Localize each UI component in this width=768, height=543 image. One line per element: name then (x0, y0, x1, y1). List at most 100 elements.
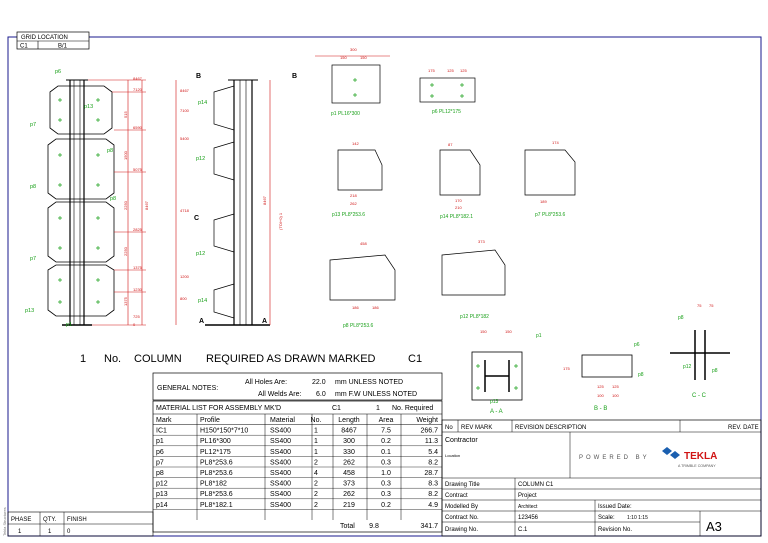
sec-b-dim-d: 100 (612, 393, 619, 398)
ml-cell-0-3: 1 (314, 428, 318, 435)
ml-cell-1-0: p1 (156, 438, 164, 445)
sec-b-dim-b: 125 (612, 384, 619, 389)
sec-b-tag-p8: p8 (638, 372, 644, 378)
ml-cell-2-4: 330 (343, 449, 355, 456)
qty-header: QTY. (43, 517, 57, 523)
material-list-assembly: C1 (332, 405, 341, 412)
dim-1230: 1230 (133, 287, 143, 292)
p6-dim-width: 175 (428, 68, 435, 73)
dim-2825: 2825 (133, 227, 143, 232)
ml-cell-7-3: 2 (314, 502, 318, 509)
tag-p13: p13 (84, 104, 93, 110)
tag-p6: p6 (55, 69, 61, 75)
dim-5075: 5075 (133, 167, 143, 172)
total-label: Total (340, 523, 355, 530)
ml-cell-3-1: PL8*253.6 (200, 459, 233, 466)
p8-dim-a: 186 (352, 305, 359, 310)
side-dim-total: 8467 (262, 195, 267, 205)
side-dim-4718: 4718 (180, 208, 190, 213)
ml-cell-7-5: 0.2 (381, 502, 391, 509)
title-block: No REV MARK REVISION DESCRIPTION REV. DA… (441, 419, 762, 537)
sec-b-dim-a: 125 (597, 384, 604, 389)
ml-cell-3-5: 0.3 (381, 459, 391, 466)
tag-p14-top: p14 (198, 100, 207, 106)
ml-cell-6-5: 0.3 (381, 491, 391, 498)
plate-label-p1: p1 PL16*300 (331, 111, 360, 117)
required-no: No. (104, 353, 121, 365)
p6-dim-b: 125 (460, 68, 467, 73)
dim-seg-2: 1500 (123, 150, 128, 160)
dim-total: 8467 (144, 200, 149, 210)
tag-p12-bottom: p12 (196, 251, 205, 257)
rev-header-no: No (445, 425, 453, 431)
ml-cell-0-4: 8467 (341, 428, 357, 435)
ml-cell-5-1: PL8*182 (200, 481, 227, 488)
ml-cell-6-2: SS400 (270, 491, 291, 498)
p1-dim-width: 300 (350, 47, 357, 52)
ml-cell-6-0: p13 (156, 491, 168, 498)
modelled-by-label: Modelled By (445, 504, 478, 510)
ml-cell-5-2: SS400 (270, 481, 291, 488)
ml-cell-6-4: 262 (343, 491, 355, 498)
tag-p7: p7 (30, 256, 36, 262)
holes-unit: mm UNLESS NOTED (335, 379, 403, 386)
dim-725: 725 (133, 314, 140, 319)
finish-header: FINISH (67, 517, 87, 523)
section-label-a: A - A (490, 409, 503, 415)
ml-cell-4-2: SS400 (270, 470, 291, 477)
material-list-table: MATERIAL LIST FOR ASSEMBLY MK'D C1 1 No.… (152, 400, 443, 533)
sec-a-dim-a: 150 (480, 329, 487, 334)
ml-cell-4-1: PL8*253.6 (200, 470, 233, 477)
ml-cell-6-1: PL8*253.6 (200, 491, 233, 498)
ml-cell-0-2: SS400 (270, 428, 291, 435)
side-note: Tekla Structures (2, 507, 7, 536)
ml-cell-2-6: 5.4 (428, 449, 438, 456)
phase-header: PHASE (11, 517, 31, 523)
dim-8467: 8467 (133, 76, 143, 81)
ml-cell-2-0: p6 (156, 449, 164, 456)
plate-label-p8: p8 PL8*253.6 (343, 323, 374, 329)
ml-cell-3-6: 8.2 (428, 459, 438, 466)
revision-no-label: Revision No. (598, 527, 632, 533)
front-elevation: 8467 7120 6590 5075 2825 1375 1230 725 0… (25, 69, 149, 328)
material-list-title: MATERIAL LIST FOR ASSEMBLY MK'D (156, 405, 281, 412)
ml-cell-0-1: H150*150*7*10 (200, 428, 248, 435)
p7-dim-top: 174 (552, 140, 559, 145)
section-label-c: C - C (692, 393, 707, 399)
scale-label: Scale: (598, 515, 615, 521)
ml-cell-0-5: 7.5 (381, 428, 391, 435)
side-dim-8467: 8467 (180, 88, 190, 93)
tag-p8: p8 (110, 196, 116, 202)
tag-p1: p1 (66, 322, 72, 328)
grid-location-table: GRID LOCATION C1 B/1 (16, 31, 90, 50)
ml-cell-4-4: 458 (343, 470, 355, 477)
dim-seg-4: 2250 (123, 246, 128, 256)
p13-dim-top: 142 (352, 141, 359, 146)
ml-cell-7-0: p14 (156, 502, 168, 509)
sec-a-dim-b: 150 (505, 329, 512, 334)
drawing-title-value: COLUMN C1 (518, 482, 554, 488)
ml-cell-7-6: 4.9 (428, 502, 438, 509)
ml-cell-1-1: PL16*300 (200, 438, 231, 445)
required-text: REQUIRED AS DRAWN MARKED (206, 353, 376, 365)
total-area: 9.8 (369, 523, 379, 530)
required-mark: C1 (408, 353, 422, 365)
ml-cell-2-2: SS400 (270, 449, 291, 456)
section-mark-b-right: B (292, 73, 297, 80)
p1-dim-half-a: 150 (340, 55, 347, 60)
rev-header-date: REV. DATE (728, 425, 759, 431)
side-dim-1200: 1200 (180, 274, 190, 279)
ml-cell-4-6: 28.7 (424, 470, 438, 477)
sec-a-tag-p13: p13 (490, 399, 499, 405)
material-list-required: No. Required (392, 405, 433, 412)
tekla-brand: TEKLA (684, 451, 717, 462)
contract-no-label: Contract No. (445, 515, 479, 521)
phase-value: 1 (18, 529, 22, 535)
ml-header-2: Material (270, 417, 295, 424)
ml-cell-6-3: 2 (314, 491, 318, 498)
scale-value: 1:10 1:15 (627, 515, 648, 521)
sec-b-dim-height: 175 (563, 366, 570, 371)
ml-header-5: Area (379, 417, 394, 424)
rev-header-mark: REV MARK (461, 425, 492, 431)
